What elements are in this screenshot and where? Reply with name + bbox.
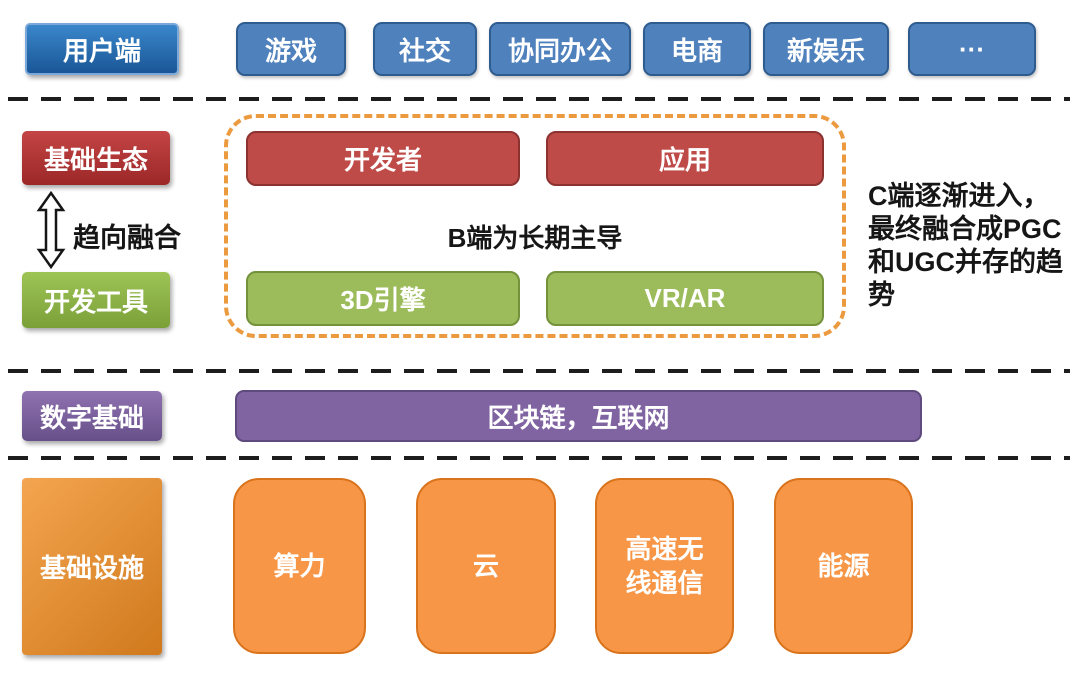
dashed-separator-top [8,97,1070,101]
dashed-separator-bottom [8,456,1070,460]
double-arrow-icon [36,190,66,270]
devtools-label: 开发工具 [22,272,170,328]
bside-note: B端为长期主导 [447,223,623,253]
cside-side-note: C端逐渐进入， 最终融合成PGC 和UGC并存的趋 势 [868,181,1063,310]
infrastructure-label: 基础设施 [22,478,162,655]
infra-box-compute: 算力 [233,478,366,654]
infra-box-energy: 能源 [774,478,913,654]
bside-dashed-container: 开发者 应用 B端为长期主导 3D引擎 VR/AR [224,114,846,338]
app-box-games: 游戏 [236,22,346,76]
engine-3d-box: 3D引擎 [246,271,520,326]
fusion-trend-label: 趋向融合 [73,223,181,253]
app-box-social: 社交 [373,22,477,76]
app-box-new-entertainment: 新娱乐 [763,22,889,76]
infra-box-cloud: 云 [416,478,556,654]
dashed-separator-middle [8,369,1070,373]
app-box-collab-office: 协同办公 [489,22,631,76]
digital-foundation-label: 数字基础 [22,391,162,441]
blockchain-internet-bar: 区块链，互联网 [235,390,922,442]
developer-box: 开发者 [246,131,520,186]
app-box-ecommerce: 电商 [643,22,751,76]
app-box-more: ··· [908,22,1036,76]
infra-box-wireless: 高速无 线通信 [595,478,734,654]
application-box: 应用 [546,131,824,186]
vr-ar-box: VR/AR [546,271,824,326]
ecosystem-label: 基础生态 [22,131,170,185]
user-layer-label: 用户端 [25,23,179,75]
